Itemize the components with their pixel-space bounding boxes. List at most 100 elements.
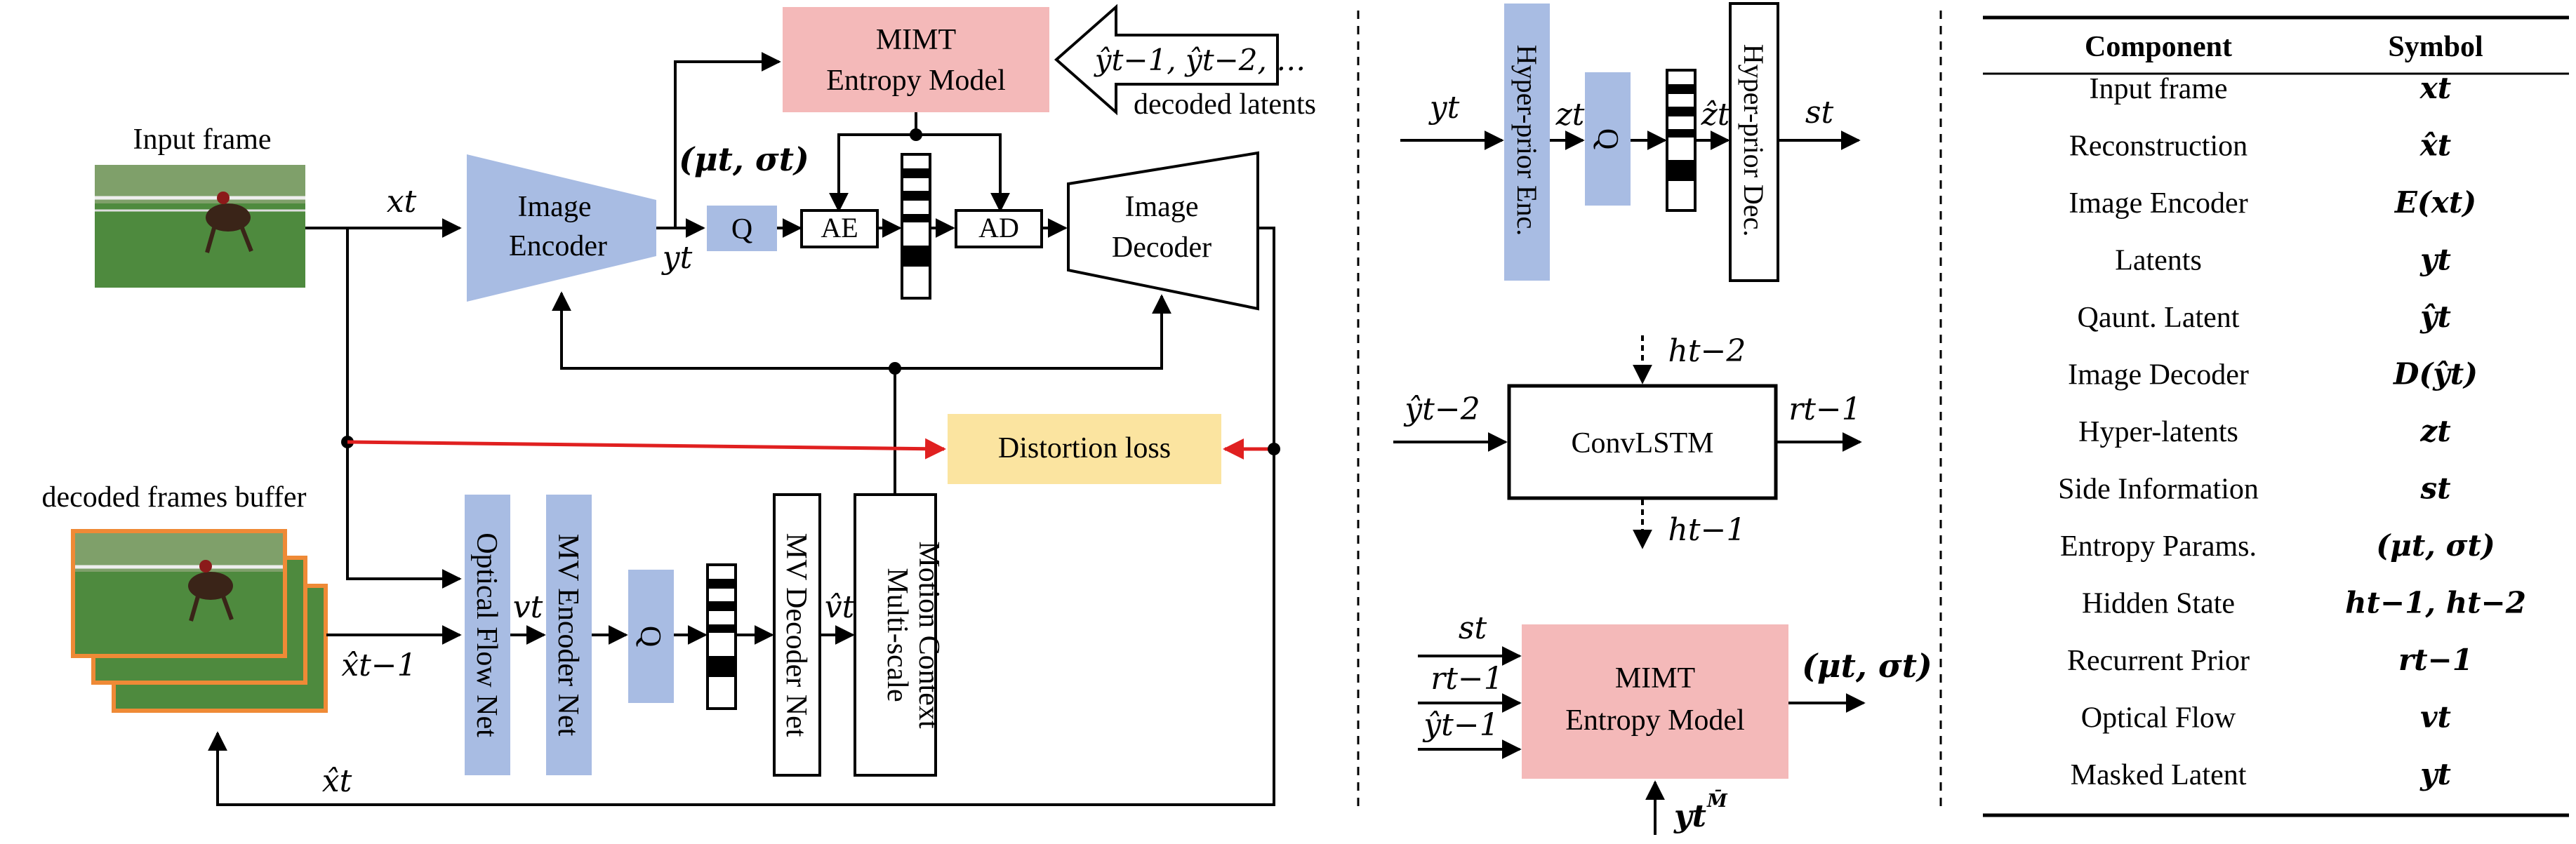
table-row-symbol: D(ŷt)	[2393, 357, 2478, 391]
table-row-component: Input frame	[2089, 73, 2227, 105]
table-header-component: Component	[2085, 31, 2232, 63]
distortion-loss-label: Distortion loss	[998, 432, 1171, 464]
v-t-label: vt	[513, 589, 543, 625]
image-encoder-line1: Image	[518, 191, 592, 223]
mimt-masked-sup: M̄	[1706, 789, 1728, 812]
ae-label: AE	[821, 212, 858, 243]
hyper-zhat-t-label: ẑt	[1701, 97, 1730, 133]
table-row-symbol: st	[2419, 471, 2450, 506]
bitstream-mv	[706, 563, 737, 710]
table-row-component: Recurrent Prior	[2067, 645, 2250, 677]
mimt-lower-line1: MIMT	[1615, 662, 1695, 695]
table-row-symbol: vt	[2420, 700, 2451, 735]
motion-context-block	[854, 493, 937, 777]
hyper-enc-label: Hyper-prior Enc.	[1511, 45, 1543, 236]
ad-block	[955, 209, 1043, 248]
table-row-symbol: yt	[2419, 243, 2451, 277]
input-frame-image	[95, 165, 305, 288]
image-decoder-block	[1067, 151, 1259, 311]
hyper-dec-label: Hyper-prior Dec.	[1738, 44, 1770, 237]
table-row-symbol: E(xt)	[2394, 185, 2476, 220]
q-mv-block	[628, 570, 674, 703]
table-row-component: Qaunt. Latent	[2078, 302, 2240, 334]
ae-block	[800, 209, 879, 248]
y-t-label: yt	[661, 240, 693, 276]
lstm-r-t-1-label: rt−1	[1788, 391, 1861, 427]
mimt-masked-label: yt	[1673, 798, 1706, 834]
table-row-symbol: ŷt	[2419, 300, 2451, 334]
table-row-symbol: x̂t	[2419, 128, 2451, 163]
hyper-q-block	[1585, 72, 1631, 206]
table-row-component: Optical Flow	[2081, 702, 2236, 735]
mv-decoder-net-label: MV Decoder Net	[780, 533, 812, 737]
q-block	[707, 206, 777, 251]
lstm-h-t-2-label: ht−2	[1668, 333, 1746, 369]
table-row-symbol: ht−1, ht−2	[2345, 586, 2526, 620]
table-row-symbol: rt−1	[2398, 643, 2473, 677]
table-row-component: Side Information	[2058, 474, 2259, 506]
lstm-yhat-t-2-label: ŷt−2	[1403, 391, 1480, 427]
mimt-top-line2: Entropy Model	[826, 65, 1005, 97]
mimt-output-label: (μt, σt)	[1802, 647, 1932, 685]
mimt-r-t-1-label: rt−1	[1430, 661, 1503, 697]
main-pipeline: Input frame decoded frames buffer xt	[41, 4, 1316, 806]
hyper-s-t-label: st	[1805, 95, 1834, 130]
lstm-h-t-1-label: ht−1	[1668, 512, 1746, 548]
mimt-yhat-t-1-label: ŷt−1	[1422, 707, 1499, 743]
input-frame-label: Input frame	[133, 123, 271, 156]
ad-label: AD	[978, 212, 1019, 243]
table-row-component: Reconstruction	[2069, 130, 2248, 163]
image-encoder-block	[467, 154, 656, 302]
q-label: Q	[731, 213, 752, 246]
optical-flow-net-label: Optical Flow Net	[470, 532, 503, 737]
mimt-lower-line2: Entropy Model	[1565, 704, 1744, 737]
distortion-loss-block	[948, 414, 1221, 484]
hyper-prior-diagram: yt Hyper-prior Enc. zt Q ẑt Hyper-prior …	[1400, 2, 1861, 282]
table-row-component: Latents	[2115, 245, 2202, 277]
mv-encoder-net-block	[546, 495, 592, 775]
decoded-latents-label: decoded latents	[1134, 88, 1316, 121]
table-row-symbol: yt	[2419, 757, 2451, 791]
table-header-symbol: Symbol	[2388, 31, 2483, 63]
mimt-top-line1: MIMT	[876, 24, 956, 56]
x-t-label: xt	[387, 184, 417, 220]
table-row-component: Entropy Params.	[2060, 530, 2257, 563]
xhat-t-1-label: x̂t−1	[341, 648, 416, 683]
vhat-t-label: v̂t	[825, 589, 855, 625]
decoded-frames-buffer	[71, 529, 328, 713]
hyper-enc-block	[1504, 4, 1550, 281]
decoded-buffer-label: decoded frames buffer	[41, 481, 306, 514]
decoded-latents-arrow	[1054, 4, 1279, 116]
mimt-lower-block	[1522, 624, 1788, 779]
table-row-component: Hidden State	[2082, 588, 2235, 620]
bitstream-top	[901, 153, 931, 300]
mimt-top-block	[783, 7, 1049, 112]
q-mv-label: Q	[634, 626, 666, 647]
xhat-t-label: x̂t	[322, 763, 352, 799]
image-decoder-line1: Image	[1125, 191, 1199, 223]
image-encoder-line2: Encoder	[509, 230, 607, 262]
motion-context-line1: Multi-scale	[881, 568, 913, 702]
optical-flow-net-block	[465, 495, 510, 775]
table-row-symbol: xt	[2419, 71, 2451, 105]
symbol-table: Component Symbol Input frame xtReconstruc…	[1983, 15, 2569, 817]
convlstm-diagram: ht−2 ŷt−2 ConvLSTM rt−1 ht−1	[1393, 333, 1862, 549]
mv-encoder-net-label: MV Encoder Net	[552, 534, 584, 737]
table-row-component: Image Encoder	[2069, 187, 2248, 220]
mimt-lower-diagram: st rt−1 ŷt−1 MIMT Entropy Model (μt, σt)…	[1418, 610, 1932, 835]
motion-context-line2: Motion Context	[912, 541, 945, 729]
hyper-y-t-label: yt	[1428, 90, 1460, 126]
mimt-s-t-label: st	[1459, 610, 1487, 646]
hyper-z-t-label: zt	[1555, 97, 1585, 133]
hyper-q-label: Q	[1591, 128, 1624, 149]
decoded-latents-math: ŷt−1, ŷt−2, …	[1094, 43, 1306, 77]
table-row-symbol: (μt, σt)	[2376, 528, 2495, 563]
params-label: (μt, σt)	[679, 140, 809, 178]
image-decoder-line2: Decoder	[1112, 232, 1211, 264]
table-row-symbol: zt	[2419, 414, 2450, 448]
hyper-bitstream	[1666, 69, 1697, 212]
table-row-component: Masked Latent	[2071, 759, 2247, 791]
hyper-dec-block	[1729, 2, 1779, 282]
table-row-component: Hyper-latents	[2078, 416, 2238, 448]
